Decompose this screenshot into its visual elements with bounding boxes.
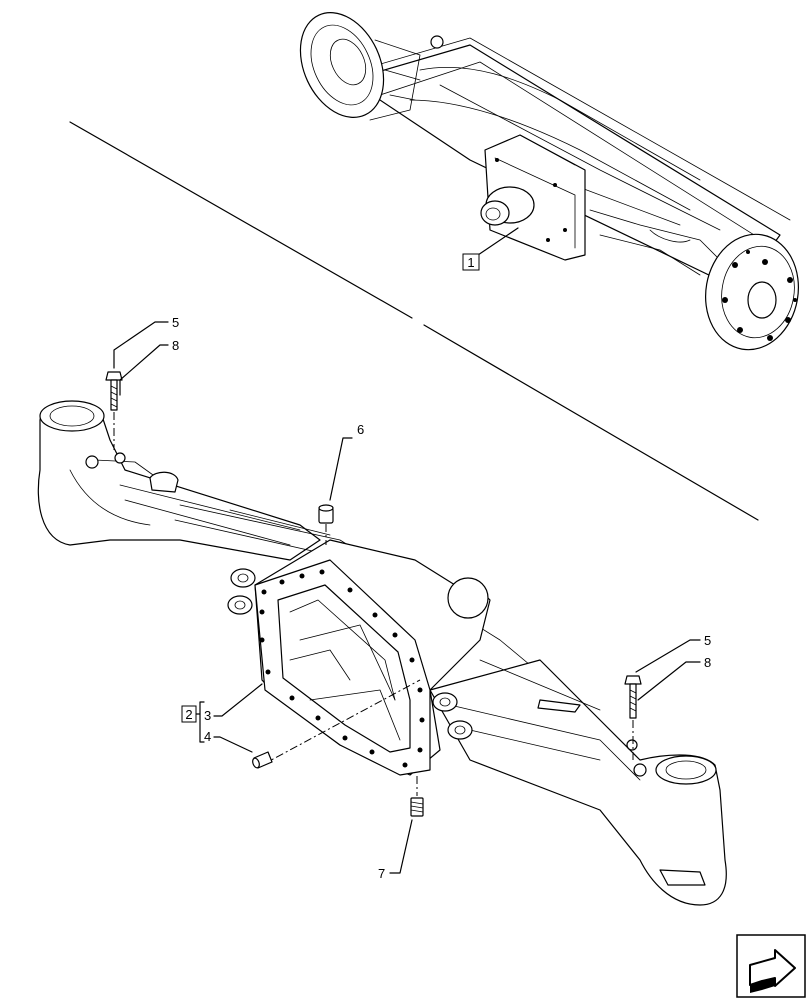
callout-3: 3 — [204, 708, 211, 723]
leaders-top-bolt — [113, 321, 169, 396]
callout-2: 2 — [185, 707, 192, 722]
complete-axle-assembly — [299, 12, 800, 351]
callout-1: 1 — [462, 253, 480, 271]
callout-5-right: 5 — [704, 633, 711, 648]
callout-group-2 — [181, 683, 263, 753]
separator-lines — [69, 121, 759, 521]
bushing — [318, 437, 353, 545]
return-arrow-icon[interactable] — [736, 934, 806, 998]
bolt-top-left — [105, 371, 123, 450]
callout-5-top: 5 — [172, 315, 179, 330]
callout-7: 7 — [378, 866, 385, 881]
axle-housing — [37, 400, 727, 906]
callout-8-right: 8 — [704, 655, 711, 670]
drain-plug — [389, 776, 424, 874]
callout-6: 6 — [357, 422, 364, 437]
callout-1-label: 1 — [467, 255, 474, 270]
dowel-pin — [252, 751, 273, 769]
alignment-axis — [261, 679, 421, 766]
callout-4: 4 — [204, 729, 211, 744]
bolt-right — [624, 639, 701, 760]
callout-8-top: 8 — [172, 338, 179, 353]
